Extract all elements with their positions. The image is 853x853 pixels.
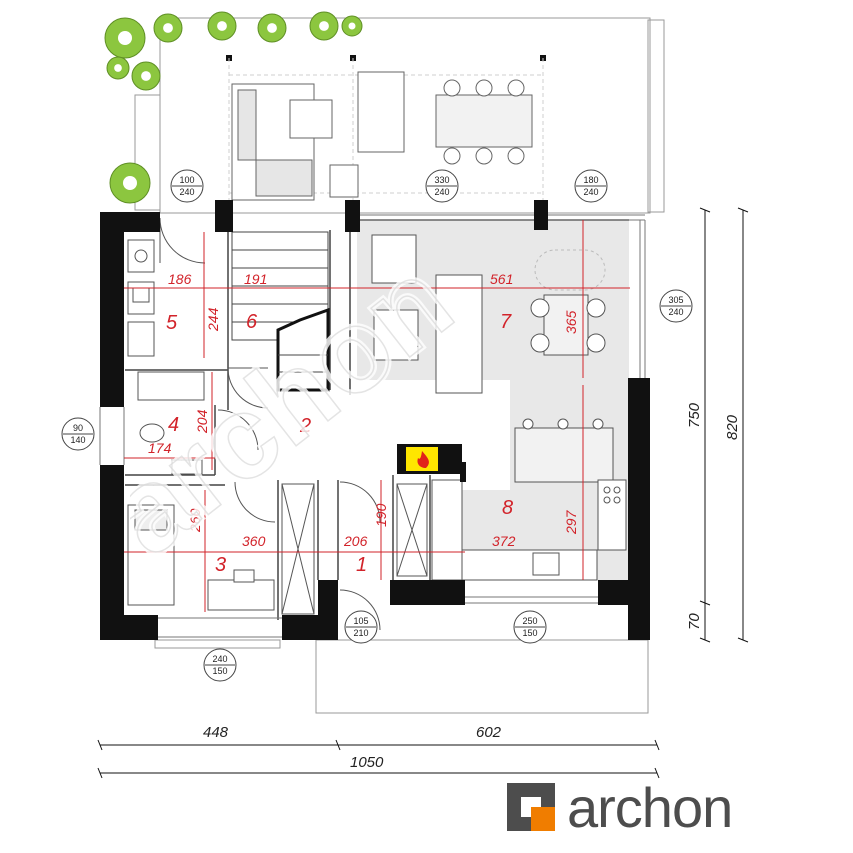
room-number-1: 1 (356, 554, 367, 576)
flame-icon (417, 451, 429, 468)
room-number-4: 4 (168, 414, 179, 436)
window-label-5-w: 90 (73, 423, 83, 433)
dim-room5-height: 244 (205, 307, 221, 332)
window-label-5-h: 140 (70, 435, 85, 445)
window-lines (99, 214, 646, 638)
window-label-2-w: 330 (434, 175, 449, 185)
archon-logo: archon (507, 776, 817, 841)
dim-room7-height: 365 (563, 310, 579, 334)
dim-room8-width: 372 (492, 533, 516, 549)
front-porch (315, 639, 649, 714)
room-number-2: 2 (299, 415, 311, 437)
window-label-6-w: 105 (353, 616, 368, 626)
window-label-3-h: 240 (583, 187, 598, 197)
room-number-3: 3 (215, 554, 226, 576)
tree-trunk (267, 23, 277, 33)
tree-trunk (114, 64, 122, 72)
window-label-4-w: 305 (668, 295, 683, 305)
archon-logo-text: archon (567, 776, 733, 839)
dim-bottom-total: 1050 (350, 754, 384, 771)
dim-room1-width: 206 (343, 533, 368, 549)
dim-room4-width: 174 (148, 440, 172, 456)
window-label-8-w: 240 (212, 654, 227, 664)
window-label-7-w: 250 (522, 616, 537, 626)
tree-trunk (141, 71, 151, 81)
trees (104, 11, 363, 204)
dim-side-inner: 750 (686, 402, 703, 428)
exterior-walls (100, 200, 650, 640)
window-label-6-h: 210 (353, 628, 368, 638)
terrace-step (134, 94, 161, 211)
tree-trunk (118, 31, 132, 45)
fixtures (127, 239, 275, 611)
window-label-4-h: 240 (668, 307, 683, 317)
dim-room3-width: 360 (242, 533, 266, 549)
window-label-3-w: 180 (583, 175, 598, 185)
room-number-7: 7 (500, 311, 512, 333)
external-dimensions (97, 207, 749, 779)
pergola-posts (226, 55, 546, 61)
interior-walls (125, 219, 629, 620)
door-swings (159, 217, 381, 631)
dim-room5-width: 186 (168, 271, 192, 287)
dim-side-small: 70 (686, 613, 703, 630)
window-label-1-w: 100 (179, 175, 194, 185)
dim-room8-height: 297 (563, 509, 579, 535)
front-step (154, 639, 281, 649)
window-label-7-h: 150 (522, 628, 537, 638)
tree-trunk (348, 22, 356, 30)
staircase (231, 231, 330, 392)
window-label-bubbles (61, 169, 693, 682)
tree-trunk (217, 21, 227, 31)
tree-trunk (123, 176, 137, 190)
dim-room6-width: 191 (244, 271, 267, 287)
window-label-2-h: 240 (434, 187, 449, 197)
dim-room4-height: 204 (194, 409, 210, 434)
dim-side-outer: 820 (724, 414, 741, 440)
window-label-1-h: 240 (179, 187, 194, 197)
room-number-8: 8 (502, 497, 513, 519)
wardrobes (281, 483, 428, 615)
dim-room3-height: 260 (187, 508, 203, 533)
tree-trunk (163, 23, 173, 33)
kitchen-units (431, 479, 627, 581)
terrace-edge (647, 19, 665, 213)
dim-bottom-left: 448 (203, 724, 229, 741)
window-label-8-h: 150 (212, 666, 227, 676)
living-furniture (371, 234, 614, 483)
terrace-furniture (231, 71, 533, 201)
tree-trunk (319, 21, 329, 31)
dim-room7-width: 561 (490, 271, 513, 287)
room-number-6: 6 (246, 311, 258, 333)
dim-bottom-right: 602 (476, 724, 502, 741)
archon-logo-mark (507, 783, 555, 831)
dimension-lines (124, 220, 630, 612)
dim-room1-height: 190 (373, 503, 389, 527)
room-number-5: 5 (166, 312, 178, 334)
